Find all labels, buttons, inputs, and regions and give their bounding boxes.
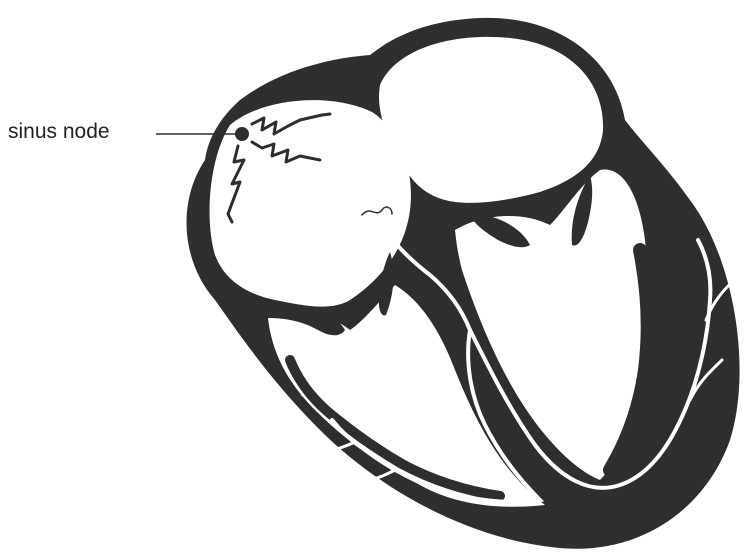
left-atrium-chamber (379, 37, 603, 203)
sinus-node-label: sinus node (8, 121, 110, 142)
sinus-node-dot (235, 127, 249, 141)
